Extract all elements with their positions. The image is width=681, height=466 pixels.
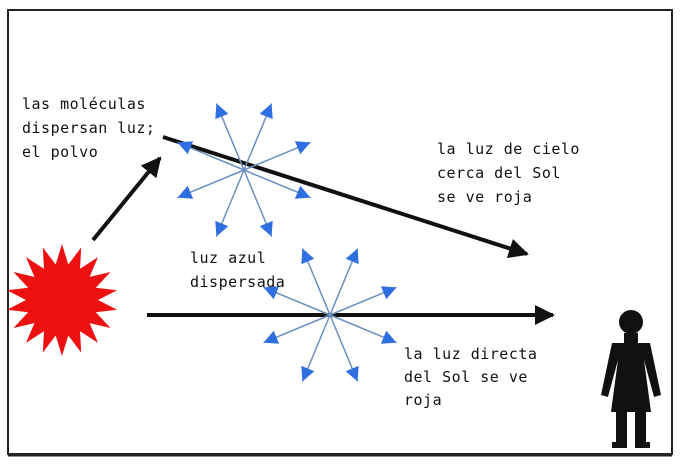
scatter-arrowhead [301, 248, 315, 265]
label-blue-light-line1: luz azul [190, 249, 267, 267]
arrow-sun-to-molecules [91, 156, 162, 242]
label-molecules-line3: el polvo [22, 143, 99, 161]
label-blue-light-line2: dispersada [190, 273, 286, 291]
scatter-arrowhead [259, 220, 273, 237]
scatter-arrowhead [294, 185, 311, 199]
scatter-arrowhead [345, 365, 359, 382]
scatter-arrowhead [215, 220, 229, 237]
label-molecules-line2: dispersan luz; [22, 119, 156, 137]
scatter-burst-lower [263, 248, 397, 382]
label-sky-light-line3: se ve roja [437, 188, 533, 206]
scatter-arrowhead [301, 365, 315, 382]
label-direct-light-line3: roja [404, 391, 443, 409]
label-direct-light-line1: la luz directa [404, 345, 538, 363]
scatter-arrowhead [294, 141, 311, 155]
scatter-arrowhead [259, 103, 273, 120]
person-icon [601, 310, 661, 448]
scatter-arrowhead [380, 286, 397, 300]
scatter-burst-upper [177, 103, 311, 237]
scatter-arrowhead [177, 185, 194, 199]
scatter-arrowhead [263, 330, 280, 344]
scatter-arrowhead [380, 330, 397, 344]
label-molecules-line1: las moléculas [22, 95, 146, 113]
label-direct-light-line2: del Sol se ve [404, 368, 528, 386]
scatter-arrowhead [263, 286, 280, 300]
scatter-arrowhead [177, 141, 194, 155]
scatter-arrowhead [345, 248, 359, 265]
label-sky-light-line1: la luz de cielo [437, 140, 580, 158]
arrow-sky-light [162, 135, 529, 259]
sun-icon [6, 244, 118, 356]
diagram-frame [7, 9, 673, 455]
scatter-arrowhead [215, 103, 229, 120]
label-sky-light-line2: cerca del Sol [437, 164, 561, 182]
